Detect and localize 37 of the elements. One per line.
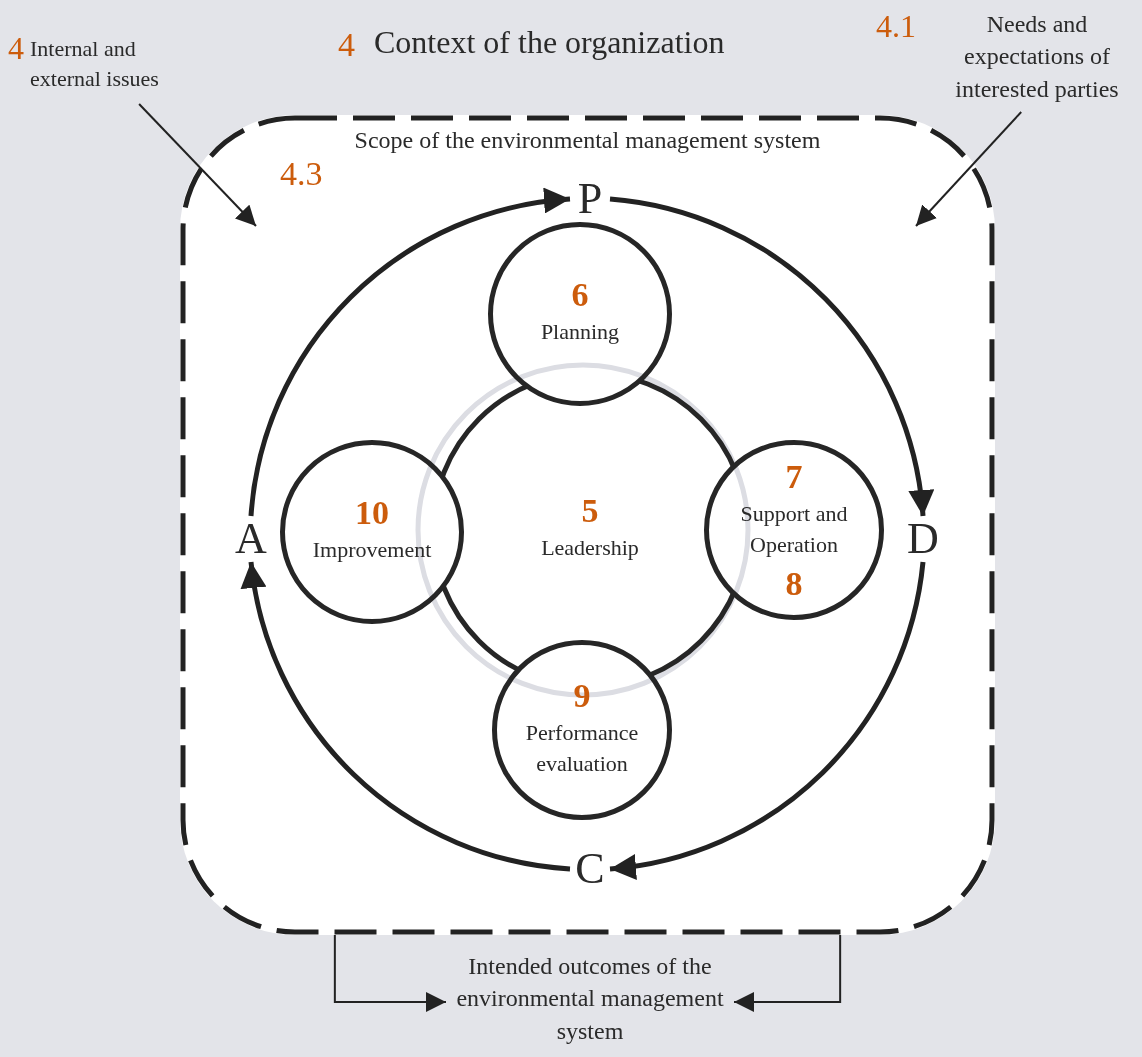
cycle-letter-label: C [574, 846, 606, 892]
clause-number: 5 [581, 491, 599, 530]
process-circle [488, 222, 672, 406]
clause-number: 4 [338, 26, 355, 64]
clause-number: 4.1 [876, 8, 916, 45]
cycle-arrow [242, 561, 571, 872]
circle-label: Leadership [541, 534, 639, 563]
circle-label: Support and Operation [739, 500, 849, 559]
process-circle [280, 440, 464, 624]
clause-number: 4 [8, 30, 24, 67]
circle-label: Improvement [312, 536, 432, 565]
cycle-arrow [609, 561, 926, 879]
clause-number: 6 [571, 275, 589, 314]
cycle-letter-label: P [576, 176, 604, 222]
cycle-letter-label: A [234, 516, 268, 562]
process-circle [704, 440, 884, 620]
process-circle [492, 640, 672, 820]
note-text-label: Internal and external issues [30, 35, 160, 93]
arrow [733, 934, 842, 1012]
arrow [333, 934, 447, 1012]
diagram-title: Context of the organization [374, 24, 725, 61]
clause-number: 8 [785, 564, 803, 603]
clause-number: 4.3 [280, 155, 323, 193]
arrow [915, 111, 1023, 227]
clause-number: 9 [573, 676, 591, 714]
scope-boundary [180, 115, 995, 935]
cycle-arrow [609, 196, 933, 517]
scope-label: Scope of the environmental management system [353, 127, 822, 154]
note-text-label: Needs and expectations of interested parties [954, 10, 1120, 104]
circle-label: Planning [540, 318, 620, 347]
cycle-arrow [248, 189, 571, 517]
clause-number: 10 [355, 493, 389, 532]
circle-label: Performance evaluation [524, 718, 640, 778]
arrow [138, 103, 257, 227]
clause-number: 7 [785, 457, 803, 496]
cycle-letter-label: D [906, 516, 940, 562]
note-text-label: Intended outcomes of the environmental management system [455, 952, 725, 1046]
